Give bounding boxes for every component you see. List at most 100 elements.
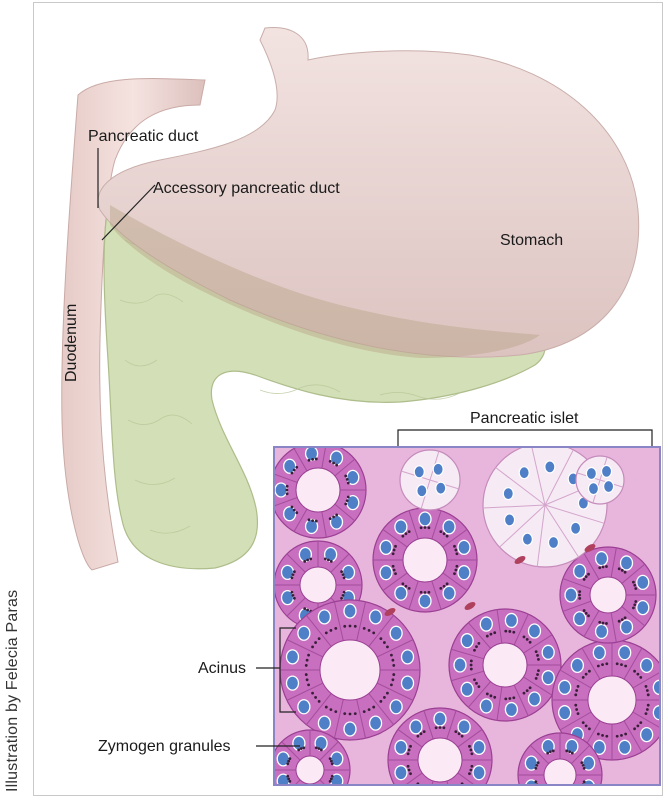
cell-nucleus	[505, 613, 517, 627]
zymogen-granule	[535, 650, 538, 653]
acinus-lumen	[300, 567, 336, 603]
zymogen-granule	[308, 459, 311, 462]
zymogen-granule	[537, 658, 540, 661]
cell-nucleus	[410, 720, 422, 734]
cell-nucleus	[641, 728, 653, 742]
zymogen-granule	[392, 552, 395, 555]
cell-nucleus	[528, 692, 540, 706]
zymogen-granule	[636, 724, 639, 727]
zymogen-granule	[624, 665, 627, 668]
zymogen-granule	[549, 750, 552, 753]
zymogen-granule	[329, 757, 332, 760]
zymogen-granule	[621, 618, 624, 621]
cell-nucleus	[434, 794, 446, 800]
zymogen-granule	[343, 712, 346, 715]
zymogen-granule	[343, 576, 346, 579]
zymogen-granule	[302, 746, 305, 749]
zymogen-granule	[344, 503, 347, 506]
cell-nucleus	[443, 586, 455, 600]
zymogen-granule	[552, 749, 555, 752]
zymogen-granule	[468, 772, 471, 775]
label-stomach: Stomach	[500, 232, 563, 249]
zymogen-granule	[585, 612, 588, 615]
zymogen-granule	[346, 499, 349, 502]
label-acinus: Acinus	[198, 660, 246, 677]
zymogen-granule	[454, 730, 457, 733]
zymogen-granule	[443, 532, 446, 535]
zymogen-granule	[439, 791, 442, 794]
cell-nucleus	[480, 699, 492, 713]
zymogen-granule	[404, 532, 407, 535]
zymogen-granule	[577, 685, 580, 688]
label-duodenum: Duodenum	[63, 304, 80, 382]
cell-nucleus	[275, 483, 287, 497]
zymogen-granule	[634, 600, 637, 603]
zymogen-granule	[303, 607, 306, 610]
zymogen-granule	[363, 710, 366, 713]
zymogen-granule	[391, 659, 394, 662]
islet-nucleus	[548, 536, 558, 548]
zymogen-granule	[330, 777, 333, 780]
zymogen-granule	[621, 569, 624, 572]
zymogen-granule	[577, 712, 580, 715]
acinus-lumen	[296, 756, 324, 784]
zymogen-granule	[470, 668, 473, 671]
zymogen-granule	[583, 780, 586, 783]
zymogen-granule	[493, 631, 496, 634]
zymogen-granule	[423, 730, 426, 733]
zymogen-granule	[582, 721, 585, 724]
zymogen-granule	[435, 726, 438, 729]
zymogen-granule	[504, 697, 507, 700]
cell-nucleus	[443, 520, 455, 534]
acinus-lumen	[590, 577, 626, 613]
cell-nucleus	[390, 626, 402, 640]
zymogen-granule	[311, 458, 314, 461]
zymogen-granule	[329, 460, 332, 463]
zymogen-granule	[340, 570, 343, 573]
zymogen-granule	[475, 645, 478, 648]
cell-nucleus	[390, 700, 402, 714]
zymogen-granule	[529, 686, 532, 689]
zymogen-granule	[347, 496, 350, 499]
zymogen-granule	[453, 572, 456, 575]
zymogen-granule	[329, 780, 332, 783]
acinus-lumen	[588, 676, 636, 724]
zymogen-granule	[318, 700, 321, 703]
zymogen-granule	[618, 620, 621, 623]
zymogen-granule	[329, 517, 332, 520]
zymogen-granule	[330, 760, 333, 763]
cell-nucleus	[505, 703, 517, 717]
zymogen-granule	[633, 670, 636, 673]
zymogen-granule	[508, 697, 511, 700]
zymogen-granule	[393, 569, 396, 572]
zymogen-granule	[574, 704, 577, 707]
zymogen-granule	[306, 659, 309, 662]
zymogen-granule	[335, 513, 338, 516]
zymogen-granule	[439, 726, 442, 729]
zymogen-granule	[605, 662, 608, 665]
zymogen-granule	[409, 772, 412, 775]
zymogen-granule	[330, 560, 333, 563]
zymogen-granule	[549, 797, 552, 800]
zymogen-granule	[354, 712, 357, 715]
zymogen-granule	[409, 745, 412, 748]
zymogen-granule	[473, 649, 476, 652]
zymogen-granule	[386, 692, 389, 695]
zymogen-granule	[616, 662, 619, 665]
zymogen-granule	[325, 632, 328, 635]
islet-nucleus	[417, 485, 427, 497]
zymogen-granule	[401, 582, 404, 585]
zymogen-granule	[368, 708, 371, 711]
islet-nucleus	[436, 482, 446, 494]
cell-nucleus	[402, 676, 414, 690]
zymogen-granule	[291, 472, 294, 475]
zymogen-granule	[424, 591, 427, 594]
zymogen-granule	[297, 748, 300, 751]
cell-nucleus	[298, 626, 310, 640]
cell-nucleus	[419, 512, 431, 526]
zymogen-granule	[588, 670, 591, 673]
zymogen-granule	[582, 764, 585, 767]
zymogen-granule	[588, 727, 591, 730]
cell-nucleus	[565, 588, 577, 602]
zymogen-granule	[324, 558, 327, 561]
